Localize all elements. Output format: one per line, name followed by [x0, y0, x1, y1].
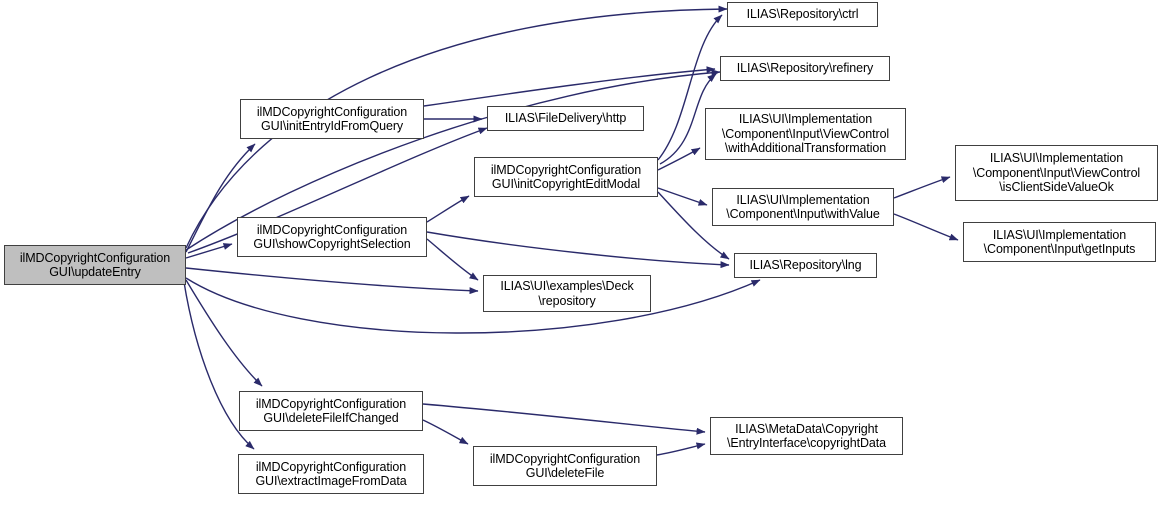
graph-node-http[interactable]: ILIAS\FileDelivery\http	[487, 106, 644, 131]
graph-node-showCopyrightSelection[interactable]: ilMDCopyrightConfiguration GUI\showCopyr…	[237, 217, 427, 257]
graph-node-label: ilMDCopyrightConfiguration GUI\deleteFil…	[489, 451, 641, 481]
graph-node-refinery[interactable]: ILIAS\Repository\refinery	[720, 56, 890, 81]
call-edge-showCopyrightSelection-to-lng	[426, 231, 730, 269]
call-edge-initCopyrightEditModal-to-refinery	[659, 73, 717, 165]
graph-node-label: ILIAS\UI\Implementation \Component\Input…	[726, 192, 880, 222]
graph-node-deleteFile[interactable]: ilMDCopyrightConfiguration GUI\deleteFil…	[473, 446, 657, 486]
graph-node-label: ILIAS\MetaData\Copyright \EntryInterface…	[727, 421, 886, 451]
graph-node-initEntryIdFromQuery[interactable]: ilMDCopyrightConfiguration GUI\initEntry…	[240, 99, 424, 139]
graph-node-label: ILIAS\Repository\lng	[749, 258, 862, 273]
graph-node-label: ILIAS\UI\Implementation \Component\Input…	[983, 227, 1136, 257]
graph-node-label: ILIAS\UI\Implementation \Component\Input…	[721, 112, 890, 156]
graph-node-lng[interactable]: ILIAS\Repository\lng	[734, 253, 877, 278]
graph-node-label: ilMDCopyrightConfiguration GUI\showCopyr…	[253, 222, 411, 252]
graph-node-label: ilMDCopyrightConfiguration GUI\initEntry…	[256, 104, 408, 134]
graph-node-extractImageFromData[interactable]: ilMDCopyrightConfiguration GUI\extractIm…	[238, 454, 424, 494]
graph-node-label: ILIAS\UI\Implementation \Component\Input…	[972, 151, 1141, 195]
call-edge-initCopyrightEditModal-to-ctrl	[657, 14, 723, 161]
graph-node-label: ilMDCopyrightConfiguration GUI\initCopyr…	[490, 162, 642, 192]
call-edge-withValue-to-getInputs	[893, 213, 959, 241]
call-edge-initCopyrightEditModal-to-withAdditionalTransformation	[657, 147, 701, 171]
call-edge-updateEntry-to-lng	[185, 277, 761, 334]
graph-node-initCopyrightEditModal[interactable]: ilMDCopyrightConfiguration GUI\initCopyr…	[474, 157, 658, 197]
graph-node-label: ilMDCopyrightConfiguration GUI\extractIm…	[255, 459, 407, 489]
call-edge-updateEntry-to-deck	[185, 267, 479, 295]
graph-node-label: ILIAS\Repository\ctrl	[746, 7, 859, 22]
call-edge-initCopyrightEditModal-to-withValue	[657, 187, 708, 206]
graph-node-label: ilMDCopyrightConfiguration GUI\deleteFil…	[255, 396, 407, 426]
call-edge-initCopyrightEditModal-to-lng	[657, 191, 730, 260]
graph-node-getInputs[interactable]: ILIAS\UI\Implementation \Component\Input…	[963, 222, 1156, 262]
call-edge-showCopyrightSelection-to-initCopyrightEditModal	[426, 195, 470, 223]
graph-node-label: ilMDCopyrightConfiguration GUI\updateEnt…	[19, 250, 171, 280]
graph-node-label: ILIAS\UI\examples\Deck \repository	[500, 279, 634, 308]
call-edge-deleteFileIfChanged-to-copyrightData	[422, 403, 706, 435]
graph-node-ctrl[interactable]: ILIAS\Repository\ctrl	[727, 2, 878, 27]
call-edge-updateEntry-to-initEntryIdFromQuery	[185, 143, 256, 253]
call-edge-updateEntry-to-deleteFileIfChanged	[185, 279, 263, 387]
call-edge-updateEntry-to-ctrl	[185, 5, 728, 249]
call-edge-deleteFileIfChanged-to-deleteFile	[422, 419, 469, 445]
graph-node-label: ILIAS\Repository\refinery	[736, 61, 874, 76]
call-edge-initEntryIdFromQuery-to-refinery	[423, 66, 716, 107]
call-edge-withValue-to-isClientSideValueOk	[893, 176, 951, 199]
graph-node-copyrightData[interactable]: ILIAS\MetaData\Copyright \EntryInterface…	[710, 417, 903, 455]
graph-node-withAdditionalTransformation[interactable]: ILIAS\UI\Implementation \Component\Input…	[705, 108, 906, 160]
call-edge-updateEntry-to-http	[187, 127, 488, 254]
graph-node-label: ILIAS\FileDelivery\http	[504, 111, 627, 126]
graph-node-deleteFileIfChanged[interactable]: ilMDCopyrightConfiguration GUI\deleteFil…	[239, 391, 423, 431]
graph-node-deck[interactable]: ILIAS\UI\examples\Deck \repository	[483, 275, 651, 312]
graph-node-withValue[interactable]: ILIAS\UI\Implementation \Component\Input…	[712, 188, 894, 226]
call-edge-deleteFile-to-copyrightData	[656, 442, 706, 456]
call-edge-updateEntry-to-showCopyrightSelection	[185, 243, 233, 259]
graph-node-updateEntry[interactable]: ilMDCopyrightConfiguration GUI\updateEnt…	[4, 245, 186, 285]
call-edge-updateEntry-to-extractImageFromData	[183, 281, 255, 450]
graph-node-isClientSideValueOk[interactable]: ILIAS\UI\Implementation \Component\Input…	[955, 145, 1158, 201]
call-edge-showCopyrightSelection-to-deck	[426, 238, 479, 281]
